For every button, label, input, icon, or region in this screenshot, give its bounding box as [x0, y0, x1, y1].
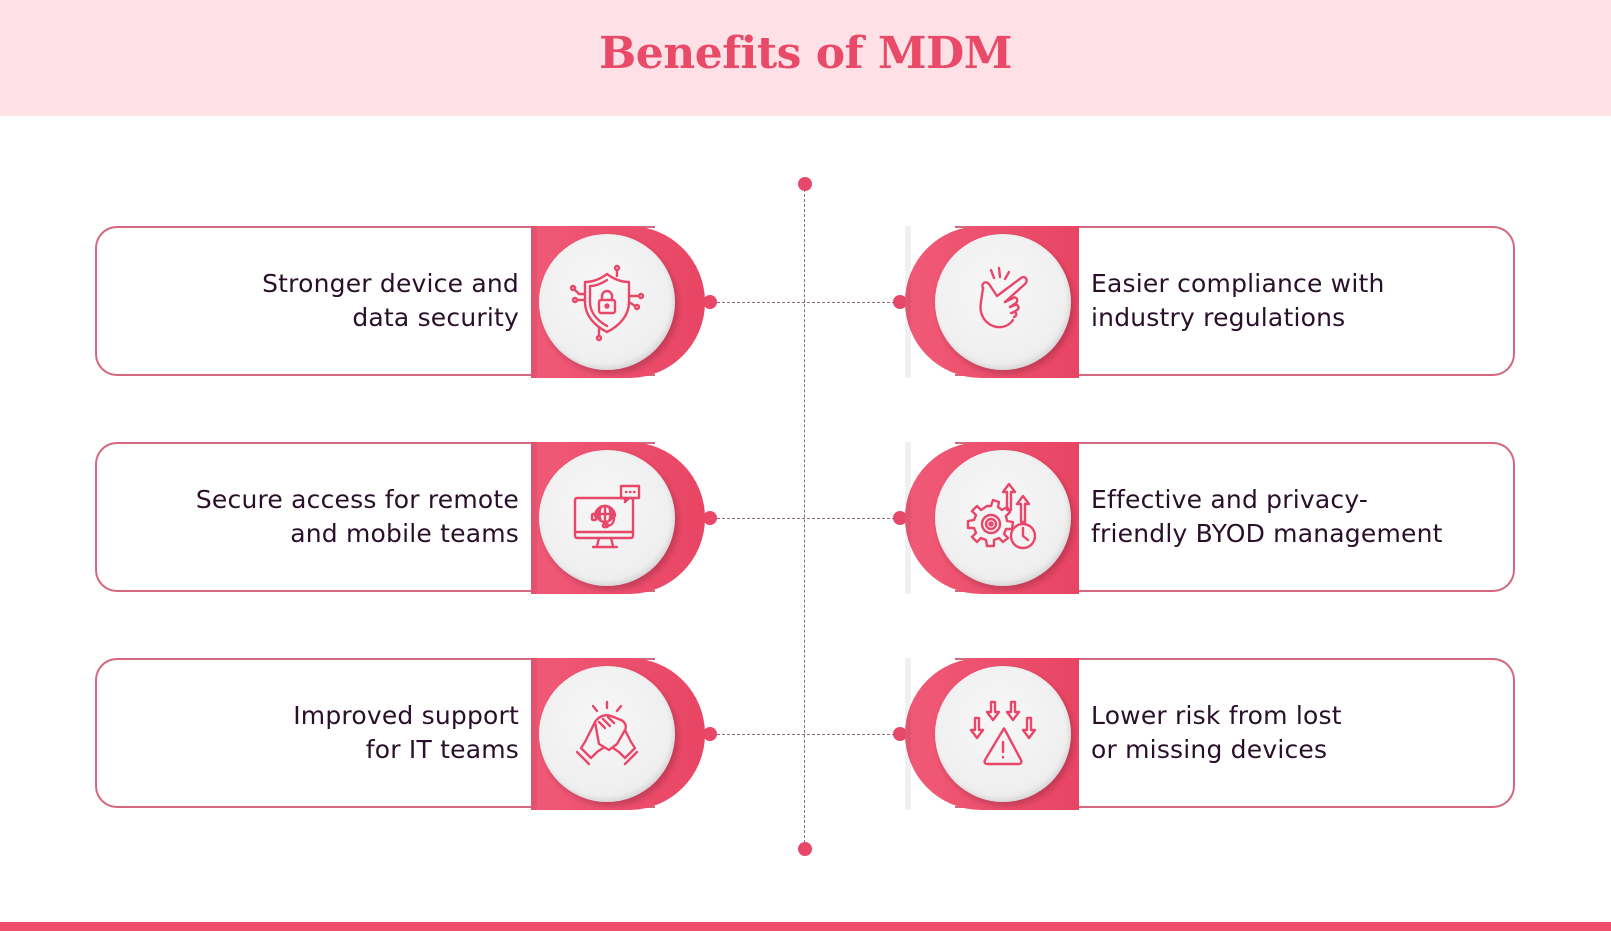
- center-dashed-line: [804, 184, 805, 848]
- benefit-text-line: Easier compliance with: [1091, 269, 1385, 298]
- connector-row-2: [712, 518, 900, 519]
- benefit-card-it-support: Improved support for IT teams: [95, 658, 705, 810]
- header-band: Benefits of MDM: [0, 0, 1611, 116]
- bottom-accent-bar: [0, 922, 1611, 931]
- benefit-text-line: Lower risk from lost: [1091, 701, 1342, 730]
- monitor-support-icon: [573, 484, 641, 549]
- shield-lock-icon: [569, 264, 645, 342]
- handshake-icon: [575, 700, 639, 766]
- connector-dot: [703, 295, 717, 309]
- benefit-text-line: Effective and privacy-: [1091, 485, 1369, 514]
- benefit-text-line: and mobile teams: [290, 519, 519, 548]
- benefit-text-line: Improved support: [293, 701, 519, 730]
- benefit-text: Easier compliance with industry regulatio…: [1091, 226, 1491, 376]
- benefit-text-line: Secure access for remote: [195, 485, 519, 514]
- icon-badge: [539, 666, 675, 802]
- benefit-text-line: industry regulations: [1091, 303, 1346, 332]
- icon-badge: [935, 666, 1071, 802]
- benefit-card-remote-access: Secure access for remote and mobile teams: [95, 442, 705, 594]
- benefit-card-device-security: Stronger device and data security: [95, 226, 705, 378]
- connector-dot: [893, 511, 907, 525]
- timeline-dot-bottom: [798, 842, 812, 856]
- benefit-card-lost-devices: Lower risk from lost or missing devices: [905, 658, 1515, 810]
- benefit-text-line: for IT teams: [365, 735, 519, 764]
- benefit-text-line: or missing devices: [1091, 735, 1328, 764]
- benefit-text: Secure access for remote and mobile teams: [139, 442, 519, 592]
- benefit-text-line: data security: [352, 303, 519, 332]
- icon-badge: [539, 450, 675, 586]
- page-title: Benefits of MDM: [599, 28, 1012, 79]
- icon-badge: [539, 234, 675, 370]
- benefit-text-line: friendly BYOD management: [1091, 519, 1443, 548]
- benefit-text: Improved support for IT teams: [139, 658, 519, 808]
- finger-snap-icon: [979, 266, 1028, 329]
- warning-arrows-icon: [969, 700, 1037, 766]
- connector-dot: [703, 727, 717, 741]
- connector-row-1: [712, 302, 900, 303]
- benefit-text-line: Stronger device and: [262, 269, 519, 298]
- connector-dot: [703, 511, 717, 525]
- icon-badge: [935, 450, 1071, 586]
- connector-row-3: [712, 734, 900, 735]
- connector-dot: [893, 295, 907, 309]
- benefit-text: Effective and privacy-friendly BYOD mana…: [1091, 442, 1491, 592]
- benefit-card-byod: Effective and privacy-friendly BYOD mana…: [905, 442, 1515, 594]
- benefit-text: Lower risk from lost or missing devices: [1091, 658, 1491, 808]
- connector-dot: [893, 727, 907, 741]
- benefit-text: Stronger device and data security: [139, 226, 519, 376]
- icon-badge: [935, 234, 1071, 370]
- gear-growth-clock-icon: [966, 482, 1037, 550]
- benefit-card-compliance: Easier compliance with industry regulatio…: [905, 226, 1515, 378]
- timeline-dot-top: [798, 177, 812, 191]
